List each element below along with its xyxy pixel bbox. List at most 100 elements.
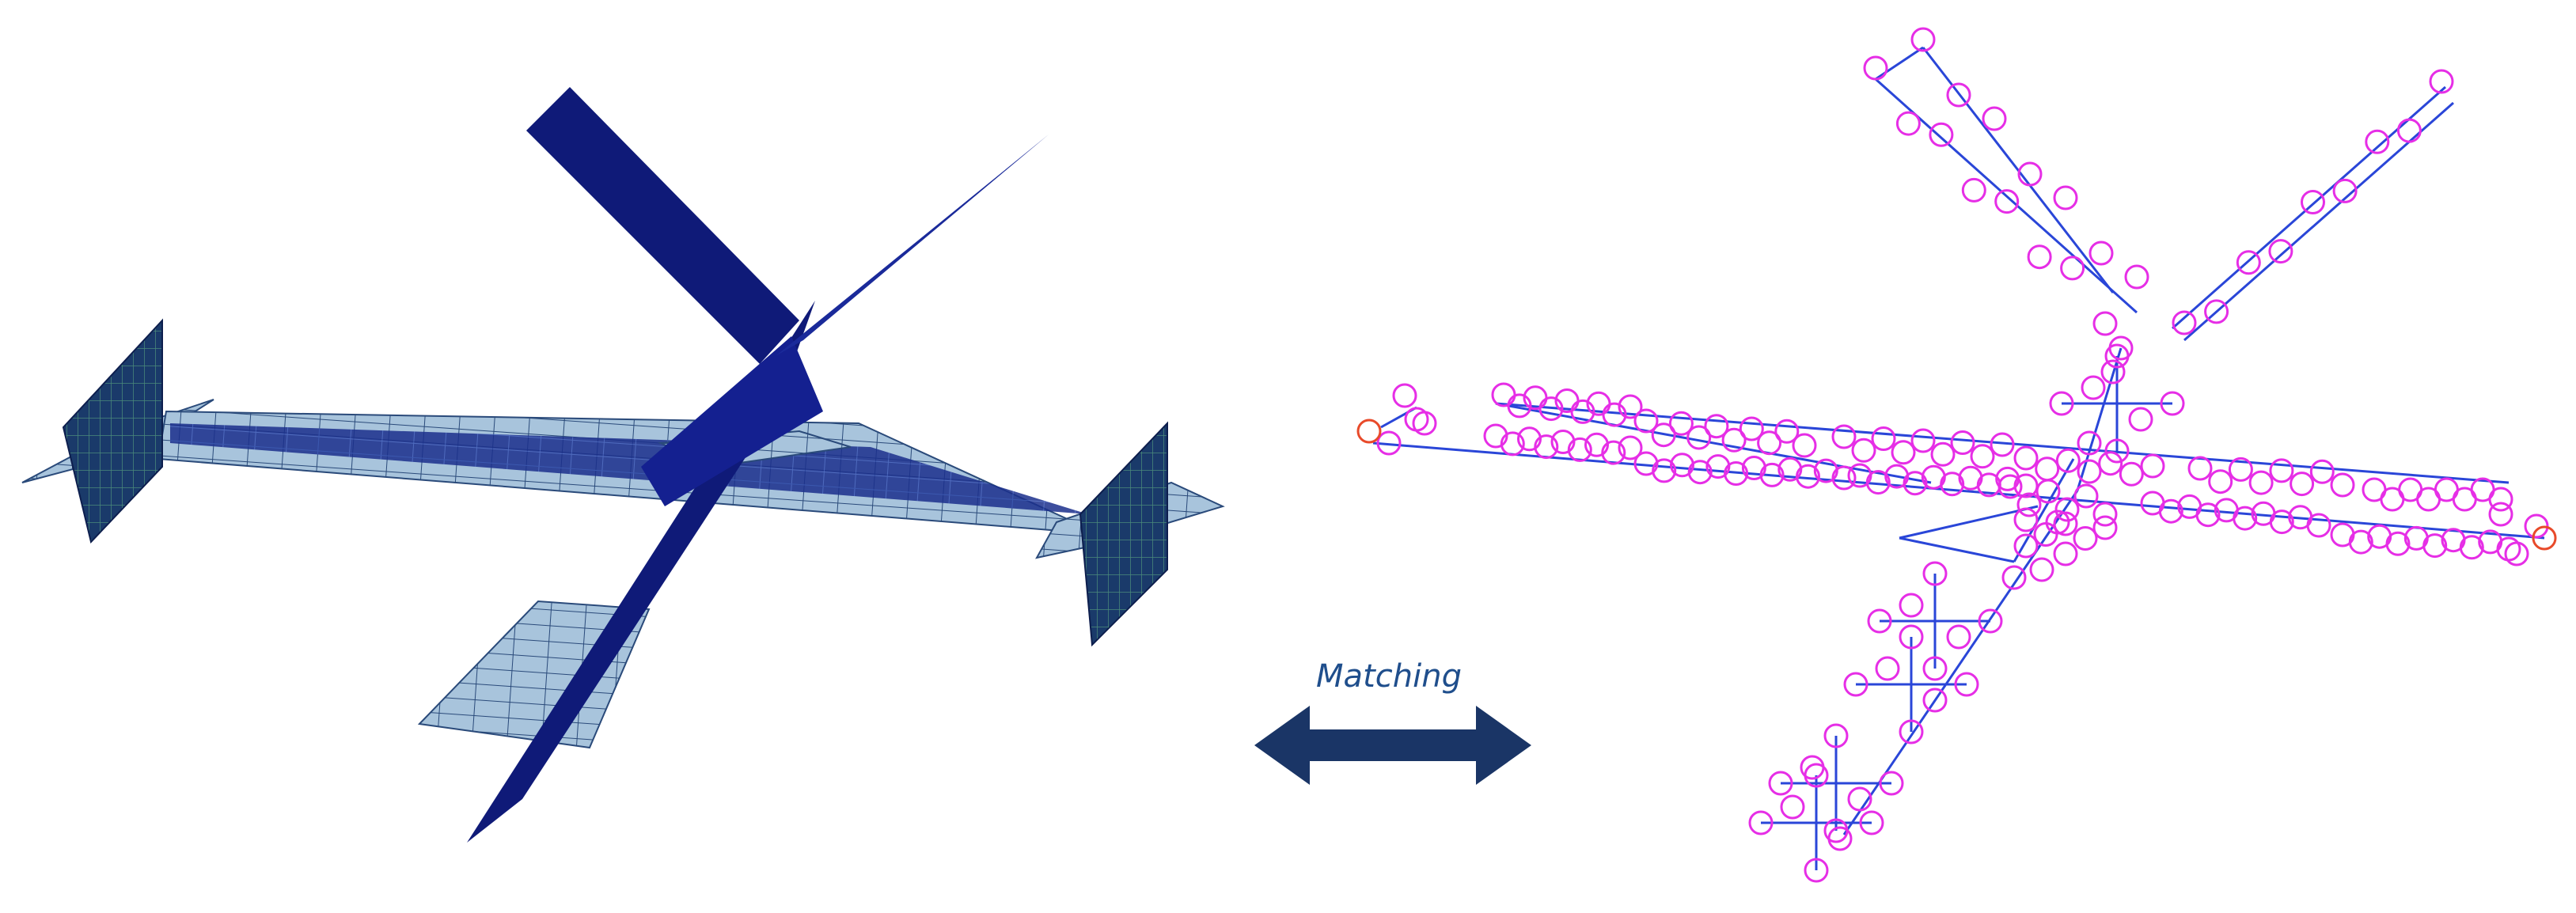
node-circle xyxy=(2045,510,2070,535)
node-circle xyxy=(1929,122,1954,147)
node-circle xyxy=(2092,502,2118,527)
node-circle xyxy=(1930,441,1956,467)
node-circle xyxy=(2422,533,2448,559)
node-circle xyxy=(2108,335,2134,361)
beam-line xyxy=(2076,347,2123,491)
beam-line xyxy=(1922,47,2115,294)
node-circle xyxy=(1584,432,1609,457)
node-circle xyxy=(1804,858,1829,883)
node-circle xyxy=(1863,55,1888,81)
node-circle xyxy=(2013,507,2039,532)
node-circle xyxy=(1741,456,1766,480)
node-circle xyxy=(1804,763,1829,788)
node-circle xyxy=(2128,407,2153,432)
beam-line xyxy=(1495,402,1932,484)
node-circle xyxy=(2429,69,2454,94)
node-circle xyxy=(1922,561,1948,586)
node-circle xyxy=(1550,430,1576,454)
node-circle xyxy=(2330,472,2355,498)
node-circle xyxy=(1686,425,1712,450)
node-circle xyxy=(2488,502,2513,527)
node-circle xyxy=(2160,391,2185,416)
node-circle xyxy=(1895,111,1921,136)
thin-boom xyxy=(776,134,1049,356)
node-circle xyxy=(1879,771,1904,796)
node-circle xyxy=(2060,256,2085,281)
node-circle xyxy=(2092,311,2118,336)
node-circle xyxy=(2187,456,2213,481)
node-circle xyxy=(1946,82,1971,108)
left-tip-fin xyxy=(62,318,163,544)
node-circle xyxy=(2100,359,2126,385)
node-circle xyxy=(2092,515,2118,540)
node-circle xyxy=(1651,422,1676,448)
node-circle xyxy=(2204,299,2229,324)
node-circle xyxy=(1721,427,1747,453)
node-circle xyxy=(1483,423,1508,449)
node-circle xyxy=(1994,189,2020,214)
node-circle xyxy=(2504,541,2529,566)
node-circle xyxy=(2016,492,2042,517)
node-circle xyxy=(1827,826,1853,851)
node-circle xyxy=(2496,536,2521,562)
node-circle xyxy=(2306,513,2331,538)
forward-plate xyxy=(417,600,651,749)
node-circle xyxy=(1774,419,1800,444)
node-circle xyxy=(2104,438,2130,464)
node-circle xyxy=(1777,456,1803,482)
node-circle xyxy=(2228,456,2253,482)
node-circle xyxy=(1831,465,1857,491)
node-circle xyxy=(1500,431,1525,456)
node-circle xyxy=(2055,448,2081,473)
node-circle xyxy=(1757,430,1782,456)
node-circle xyxy=(1946,624,1971,650)
fuselage-plate-back xyxy=(641,336,823,506)
node-circle xyxy=(2140,453,2165,479)
node-circle xyxy=(1940,472,1965,497)
node-circle xyxy=(1990,432,2015,457)
main-wing-dark-band xyxy=(170,423,1088,514)
node-circle xyxy=(2013,473,2039,498)
node-circle xyxy=(1851,438,1876,463)
node-circle xyxy=(2017,161,2043,187)
node-circle xyxy=(2035,479,2061,504)
beam-line xyxy=(2013,458,2075,563)
aircraft-aero-grid-icon xyxy=(1356,27,2557,883)
node-circle xyxy=(1724,461,1749,486)
node-circle xyxy=(1633,451,1659,476)
node-circle xyxy=(2098,451,2123,476)
node-circle xyxy=(1670,453,1694,478)
node-circle xyxy=(1602,402,1627,427)
node-circle xyxy=(2268,239,2293,264)
node-circle xyxy=(1759,462,1785,487)
node-circle xyxy=(1891,440,1916,465)
node-circle xyxy=(2035,456,2060,482)
node-circle xyxy=(2208,469,2233,494)
node-circles xyxy=(1356,27,2557,883)
node-circle xyxy=(1618,435,1643,460)
double-headed-arrow-icon xyxy=(1254,706,1531,785)
node-circle xyxy=(1570,399,1595,424)
node-circle xyxy=(1899,624,1924,650)
node-circle xyxy=(1867,608,1892,634)
node-circle xyxy=(2073,526,2098,551)
node-circle xyxy=(1997,474,2023,499)
node-circle xyxy=(1652,458,1677,483)
node-circle xyxy=(1538,396,1564,422)
node-circle xyxy=(2290,472,2315,497)
node-circle xyxy=(2365,129,2390,154)
node-circle xyxy=(1813,458,1838,483)
node-circle xyxy=(2301,190,2325,214)
node-circle xyxy=(1748,810,1774,835)
aircraft-fem-mesh-icon xyxy=(21,87,1225,843)
node-circle xyxy=(1922,688,1948,713)
node-circle xyxy=(2248,470,2274,495)
matching-label: Matching xyxy=(1316,658,1462,695)
node-circle xyxy=(2172,310,2197,335)
node-circle xyxy=(2049,391,2074,416)
node-circle xyxy=(2269,458,2294,483)
node-circle xyxy=(2073,483,2099,509)
node-circle xyxy=(1875,656,1900,681)
node-circle xyxy=(1871,426,1896,451)
node-circle xyxy=(1899,719,1924,744)
